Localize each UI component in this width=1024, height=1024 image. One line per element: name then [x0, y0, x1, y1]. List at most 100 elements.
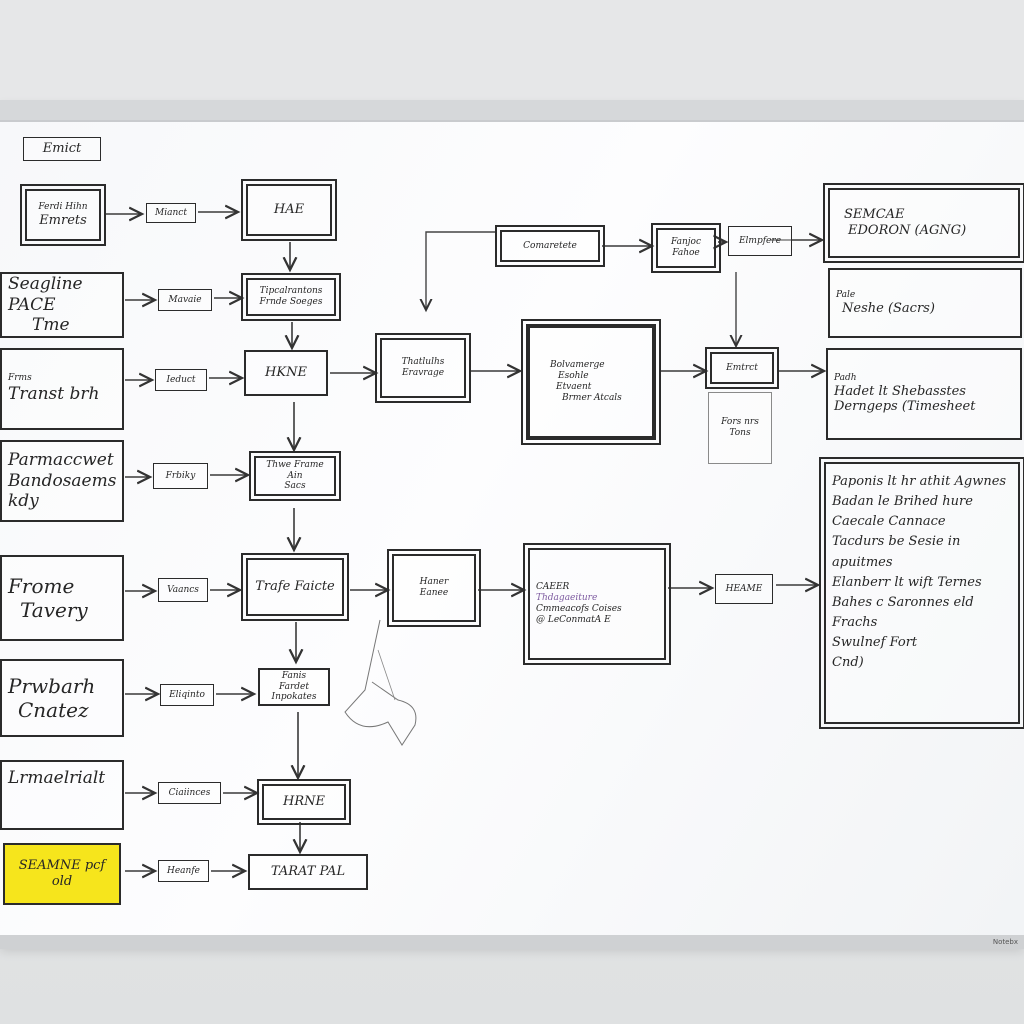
- connector-label: Ieduct: [155, 369, 207, 391]
- node-comaretete: Comaretete: [495, 225, 605, 267]
- node-text: Neshe (Sacrs): [842, 300, 935, 316]
- node-text: Paponis lt hr athit Agwnes: [832, 474, 1007, 489]
- node-text: Tons: [729, 428, 751, 438]
- node-text: Fanis Fardet: [278, 670, 309, 692]
- node-transt-brh: Frms Transt brh: [0, 348, 124, 430]
- connector-label: Mianct: [146, 203, 196, 223]
- connector-label: Vaancs: [158, 578, 208, 602]
- node-seagline-pace: Seagline PACE Tme: [0, 272, 124, 338]
- node-text: Swulnef Fort: [832, 635, 918, 651]
- node-bolvamerge: Bolvamerge Esohle Etvaent Brmer Atcals: [521, 319, 661, 445]
- node-semcae: SEMCAE EDORON (AGNG): [823, 183, 1024, 263]
- node-text: Bandosaems kdy: [8, 470, 117, 512]
- node-text: Seagline PACE: [8, 274, 83, 315]
- connector-text: Ciaiinces: [168, 787, 211, 798]
- node-text: Caecale Cannace: [832, 514, 946, 530]
- node-emict: Emict: [23, 137, 101, 161]
- node-lrmaelrialt: Lrmaelrialt: [0, 760, 124, 830]
- node-thatlulhs: Thatlulhs Eravrage: [375, 333, 471, 403]
- node-text: Elanberr lt wift Ternes: [832, 574, 982, 590]
- node-text: Bahes c Saronnes eld Frachs: [832, 594, 974, 630]
- connector-label: Eliqinto: [160, 684, 214, 706]
- node-text: Haner: [419, 577, 449, 588]
- node-text: Hadet lt Shebasstes: [834, 383, 966, 399]
- node-heame: HEAME: [715, 574, 773, 604]
- connector-label: Mavaie: [158, 289, 212, 311]
- node-text: Derngeps (Timesheet: [834, 399, 976, 415]
- node-text: TARAT PAL: [270, 864, 346, 880]
- node-text: Trafe Faicte: [255, 579, 335, 595]
- node-haner: Haner Eanee: [387, 549, 481, 627]
- node-frome: Frome Tavery: [0, 555, 124, 641]
- node-text: Inpokates: [271, 692, 317, 703]
- node-text: Cnd): [832, 655, 864, 671]
- node-text: Badan le Brihed hure: [832, 494, 973, 510]
- marker-tray: [0, 935, 1024, 949]
- node-text: Cmmeacofs Coises: [536, 604, 622, 614]
- node-text: Brmer Atcals: [562, 392, 622, 403]
- node-emtrct: Emtrct: [705, 347, 779, 389]
- node-text: Emict: [42, 141, 82, 157]
- node-seamne-highlight: SEAMNE pcf old: [3, 843, 121, 905]
- connector-text: Frbiky: [165, 470, 196, 481]
- node-prwbarh: Prwbarh Cnatez: [0, 659, 124, 737]
- node-hkne: HKNE: [244, 350, 328, 396]
- node-text: SEAMNE pcf: [18, 858, 106, 874]
- node-text: Elmpfere: [738, 235, 782, 246]
- connector-text: Ieduct: [166, 374, 196, 385]
- node-text: Comaretete: [523, 240, 577, 251]
- node-text: Thatlulhs: [401, 357, 445, 368]
- node-text: Eanee: [419, 588, 449, 598]
- connector-text: Mavaie: [168, 294, 202, 305]
- connector-text: Eliqinto: [169, 689, 205, 700]
- connector-label: Frbiky: [153, 463, 208, 489]
- node-fanis-fardet: Fanis Fardet Inpokates: [258, 668, 330, 706]
- node-hae: HAE: [241, 179, 337, 241]
- node-tarat-pal: TARAT PAL: [248, 854, 368, 890]
- brand-label: Notebx: [992, 938, 1018, 946]
- node-caeer: CAEER Thdagaeiture Cmmeacofs Coises @ Le…: [523, 543, 671, 665]
- node-text: Esohle: [558, 371, 589, 382]
- node-fors-nrs: Fors nrs Tons: [708, 392, 772, 464]
- node-text: @ LeConmatA E: [536, 614, 611, 625]
- node-text: HKNE: [265, 365, 307, 381]
- connector-label: Ciaiinces: [158, 782, 221, 804]
- node-text: CAEER: [536, 582, 570, 593]
- node-text: Tacdurs be Sesie in apuitmes: [832, 534, 961, 570]
- node-text: Lrmaelrialt: [8, 768, 106, 788]
- wall: [0, 0, 1024, 100]
- node-text: Frome: [8, 574, 75, 598]
- node-text: HAE: [273, 202, 305, 218]
- node-text: Transt brh: [8, 384, 100, 405]
- node-paponis-notes: Paponis lt hr athit Agwnes Badan le Brih…: [819, 457, 1024, 729]
- node-text: Ferdi Hihn: [38, 201, 88, 212]
- connector-text: Vaancs: [167, 584, 199, 595]
- node-text: Thwe Frame Ain: [266, 459, 324, 481]
- node-text: Pale: [836, 289, 856, 300]
- node-text: Bolvamerge: [550, 360, 605, 371]
- node-text: Prwbarh: [8, 674, 96, 698]
- node-text: Fors nrs: [721, 417, 759, 428]
- node-text: Etvaent: [556, 382, 592, 392]
- node-trafe-faicte: Trafe Faicte: [241, 553, 349, 621]
- node-text: Eravrage: [401, 368, 445, 378]
- node-text: Emrets: [39, 212, 87, 228]
- node-tipcalrantons: Tipcalrantons Frnde Soeges: [241, 273, 341, 321]
- node-text: Tipcalrantons: [259, 286, 323, 297]
- node-parmaccwet: Parmaccwet Bandosaems kdy: [0, 440, 124, 522]
- node-hrne: HRNE: [257, 779, 351, 825]
- node-elmpfere: Elmpfere: [728, 226, 792, 256]
- node-text: HRNE: [283, 794, 325, 810]
- node-text: Thdagaeiture: [536, 593, 598, 604]
- node-text: EDORON (AGNG): [848, 223, 967, 238]
- node-text: old: [51, 874, 73, 889]
- node-text: Parmaccwet: [8, 450, 114, 471]
- node-text: SEMCAE: [844, 207, 905, 223]
- connector-text: Heanfe: [167, 865, 200, 876]
- node-text: Emtrct: [726, 362, 758, 373]
- node-text: Fahoe: [672, 248, 700, 258]
- connector-label: Heanfe: [158, 860, 209, 882]
- node-thwe-frame: Thwe Frame Ain Sacs: [249, 451, 341, 501]
- node-padh: Padh Hadet lt Shebasstes Derngeps (Times…: [826, 348, 1022, 440]
- node-text: Sacs: [284, 481, 306, 492]
